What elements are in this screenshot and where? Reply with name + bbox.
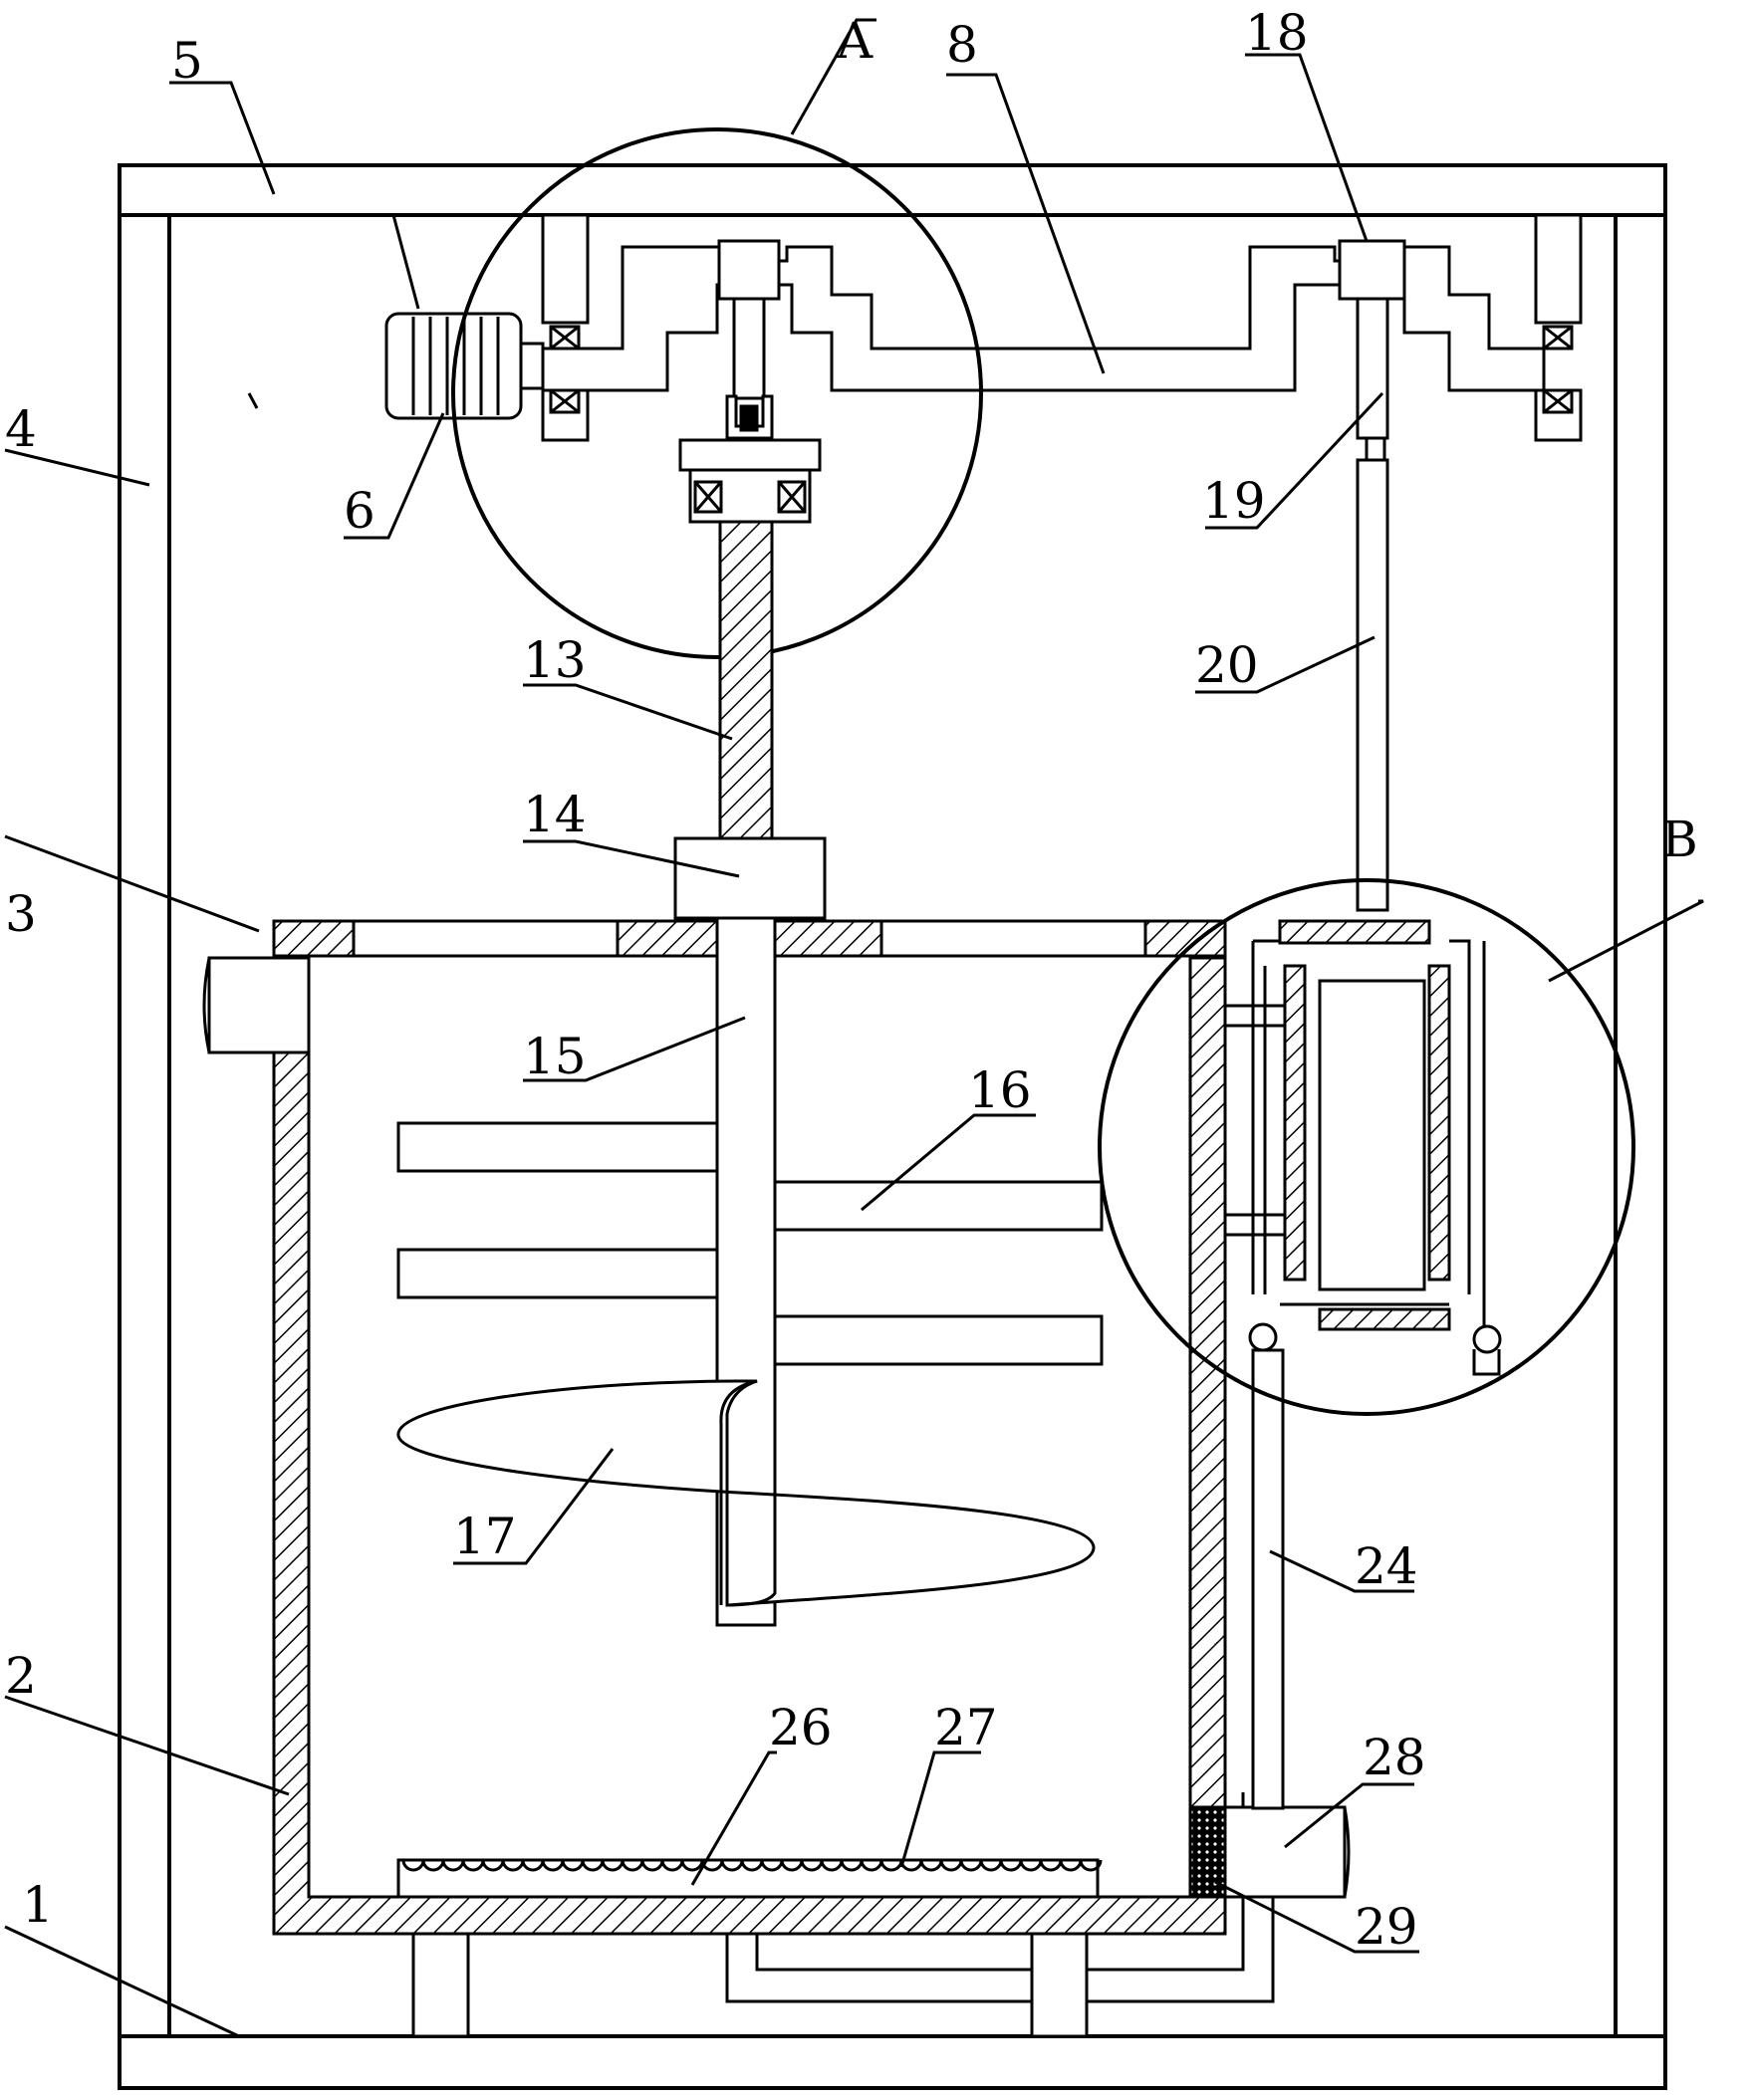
- callout-29: 29: [1355, 1898, 1418, 1956]
- leg-left: [411, 1932, 470, 2038]
- fork-joint-left: [725, 394, 774, 440]
- leg-right: [1030, 1932, 1089, 2038]
- callout-26: 26: [769, 1699, 833, 1756]
- callout-6: 6: [344, 482, 375, 540]
- callout-19: 19: [1202, 472, 1266, 530]
- crank-block-left: [717, 239, 781, 301]
- callout-27: 27: [934, 1699, 998, 1756]
- callout-18: 18: [1245, 4, 1309, 62]
- callout-20: 20: [1195, 636, 1259, 694]
- pump-housing: [1278, 919, 1431, 945]
- paddle-left-lower: [396, 1248, 719, 1299]
- right-bearing-seat: [1534, 213, 1583, 442]
- pump-bottom: [1318, 1307, 1451, 1331]
- pipe-24: [1251, 1348, 1285, 1810]
- callout-3: 3: [5, 885, 37, 943]
- callout-13: 13: [523, 631, 587, 689]
- callout-1: 1: [22, 1876, 54, 1934]
- lid-right: [1143, 919, 1227, 958]
- screw-13: [718, 520, 774, 840]
- callout-5: 5: [171, 32, 203, 90]
- motor-fins: [411, 317, 500, 415]
- top-plate: [118, 163, 1667, 217]
- piston-cylinder: [1283, 964, 1307, 1282]
- bottom-assembly: [396, 1792, 1351, 2038]
- connecting-rod-20: [1356, 458, 1389, 912]
- callout-A: A: [836, 12, 874, 70]
- callout-8: 8: [946, 16, 978, 74]
- motor-coupling: [519, 342, 545, 390]
- detail-circle-A: [451, 127, 983, 659]
- detail-circle-B: [1098, 878, 1635, 1416]
- outlet-pipe-28: [1223, 1805, 1347, 1899]
- paddle-right-lower: [773, 1314, 1104, 1366]
- top-transmission: [384, 127, 1583, 912]
- callout-2: 2: [5, 1647, 37, 1705]
- callout-B: B: [1661, 811, 1698, 868]
- heater-plate-26: [396, 1858, 1100, 1899]
- callout-17: 17: [453, 1508, 517, 1565]
- callout-28: 28: [1363, 1729, 1426, 1786]
- fork-joint-right: [1365, 436, 1386, 462]
- paddle-left-upper: [396, 1121, 719, 1173]
- callout-labels: 5 4 3 2 1 6 A 8 18 19 20 B 13 14 15 16 1…: [5, 4, 1698, 1956]
- callout-14: 14: [523, 786, 587, 843]
- filter-mesh-29: [1188, 1805, 1227, 1899]
- base-plate: [118, 2034, 1667, 2090]
- left-bearing-seat: [541, 213, 590, 442]
- pump-assembly: [1098, 878, 1635, 1810]
- check-valve-left: [1248, 1322, 1278, 1352]
- lid-left: [272, 919, 356, 958]
- frame: [118, 163, 1667, 2090]
- joint-pin-left: [739, 404, 759, 432]
- stirring-assembly: [396, 916, 1104, 1627]
- auger-17: [396, 1379, 1096, 1607]
- check-valve-right: [1472, 1324, 1502, 1354]
- connecting-rod-left: [732, 297, 766, 400]
- callout-24: 24: [1355, 1537, 1418, 1595]
- callout-4: 4: [5, 400, 37, 458]
- callout-16: 16: [968, 1061, 1032, 1119]
- leader-lines: [4, 18, 1704, 2038]
- paddle-right-upper: [773, 1180, 1104, 1232]
- heating-coil-27: [401, 1859, 1103, 1872]
- piston: [1318, 979, 1426, 1291]
- crank-block-right: [1338, 239, 1406, 301]
- inlet-pipe-3: [207, 956, 311, 1054]
- callout-15: 15: [523, 1028, 587, 1085]
- left-column: [118, 213, 171, 2038]
- bearing-housing: [678, 438, 822, 472]
- right-column: [1614, 213, 1667, 2038]
- nut-14: [673, 836, 827, 920]
- tank-wall: [272, 956, 1227, 1936]
